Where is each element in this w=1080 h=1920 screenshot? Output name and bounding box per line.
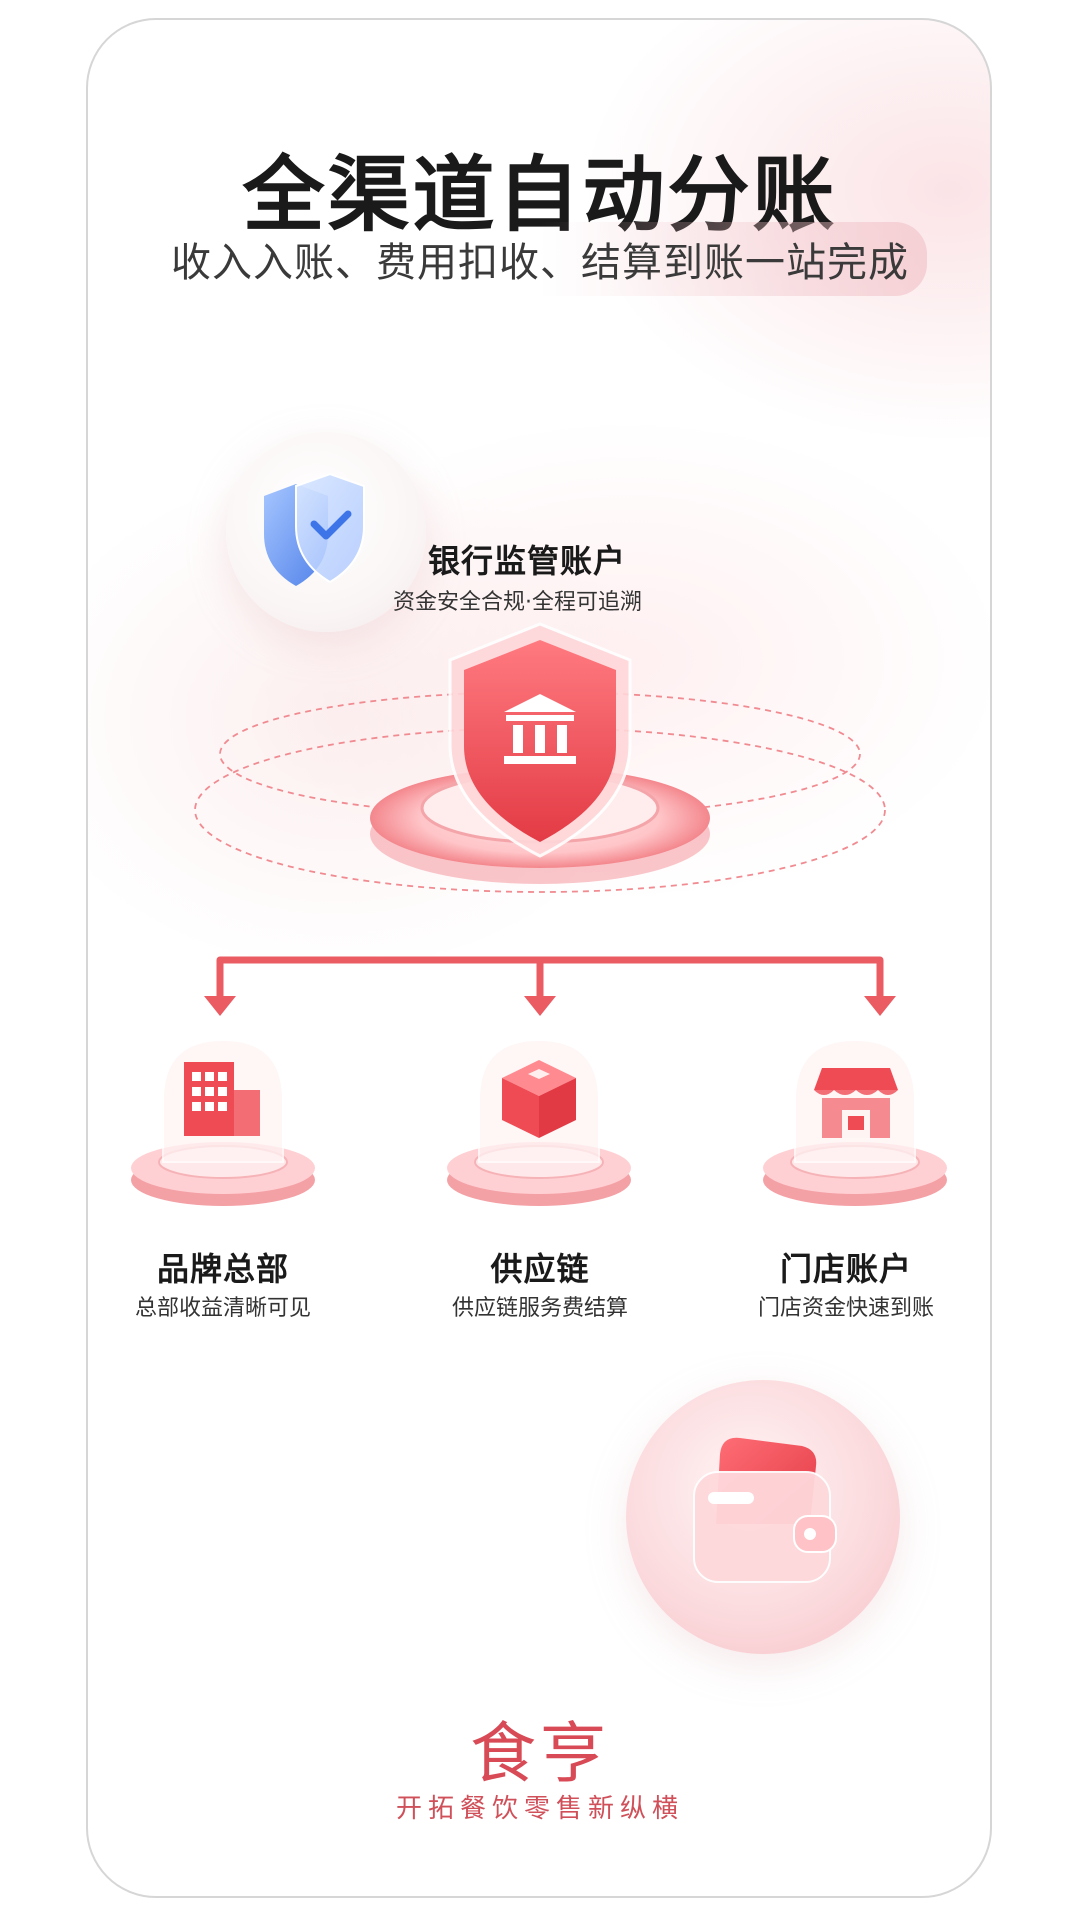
node-subtitle-store: 门店资金快速到账 [757, 1296, 934, 1321]
brand-logo: 食亨 [0, 1700, 1080, 1796]
storefront-icon [814, 1068, 898, 1138]
node-subtitle-headquarters: 总部收益清晰可见 [134, 1296, 311, 1321]
subtitle-wrap: 收入入账、费用扣收、结算到账一站完成 [0, 222, 1080, 296]
blue-shield-icon [264, 472, 365, 586]
node-title-supply-chain: 供应链 [490, 1250, 590, 1288]
wallet-icon [693, 1437, 837, 1583]
bank-building-icon [504, 694, 576, 764]
node-title-store: 门店账户 [779, 1250, 912, 1288]
brand-logo-text: 食亨 [470, 1715, 610, 1792]
page-subtitle: 收入入账、费用扣收、结算到账一站完成 [153, 222, 927, 296]
box-icon [502, 1060, 576, 1138]
brand-slogan: 开拓餐饮零售新纵横 [395, 1794, 684, 1824]
building-icon [184, 1062, 260, 1136]
bank-account-subtitle: 资金安全合规·全程可追溯 [393, 590, 642, 615]
node-title-headquarters: 品牌总部 [156, 1250, 289, 1288]
bank-shield-platform [194, 622, 886, 893]
bank-account-title: 银行监管账户 [428, 542, 627, 580]
distribution-arrows [204, 956, 896, 1016]
node-subtitle-supply-chain: 供应链服务费结算 [451, 1296, 628, 1321]
